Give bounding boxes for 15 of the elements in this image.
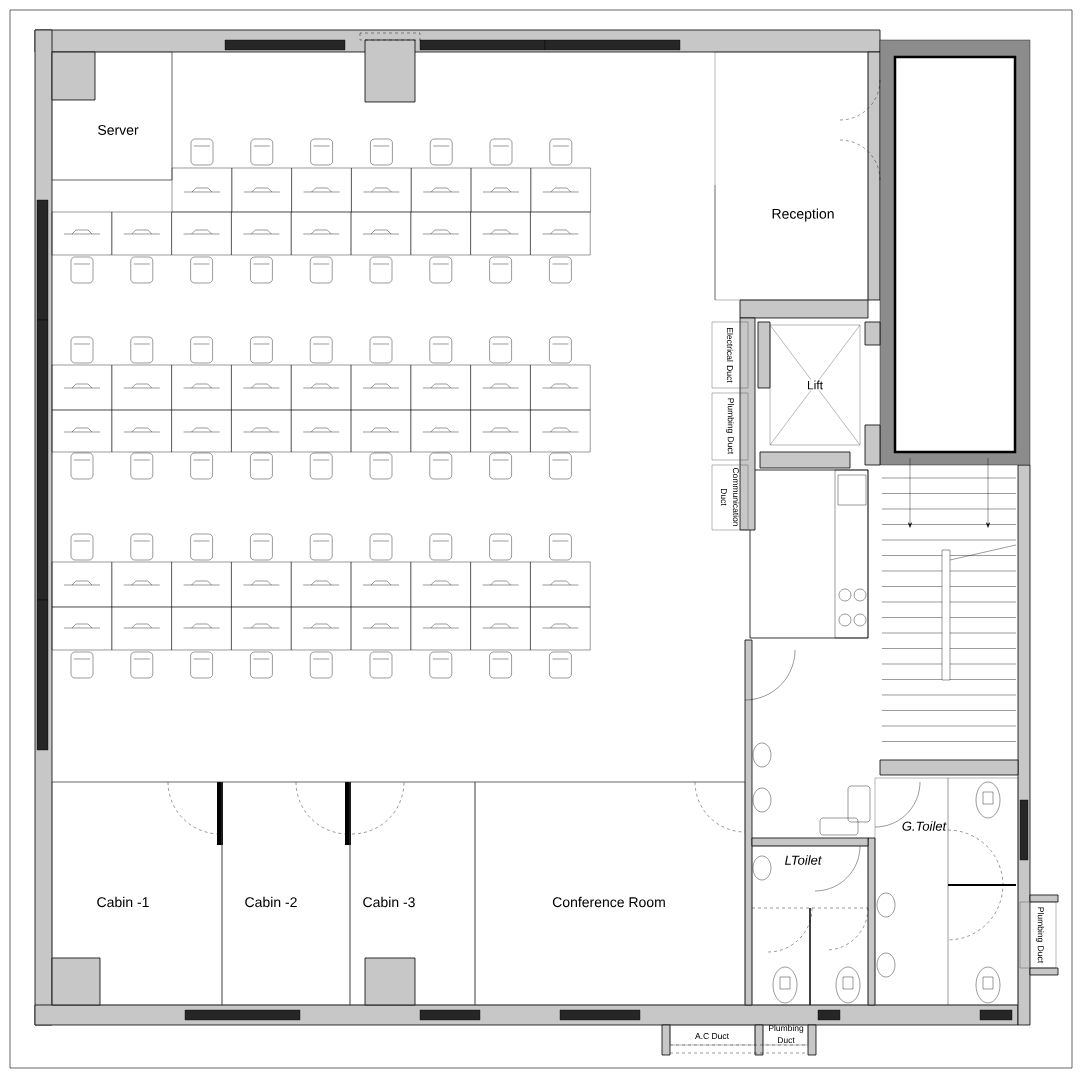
room: Plumbing Duct bbox=[1019, 901, 1057, 969]
room: Cabin -3 bbox=[349, 781, 476, 1006]
room: Server bbox=[51, 51, 173, 181]
room: Reception bbox=[714, 51, 869, 301]
room: A.C Duct bbox=[669, 1024, 756, 1046]
room: Cabin -1 bbox=[51, 781, 223, 1006]
room: LToilet bbox=[751, 845, 869, 1006]
room: Plumbing Duct bbox=[762, 1024, 809, 1046]
room: Conference Room bbox=[474, 781, 746, 1006]
room: G.Toilet bbox=[874, 777, 1019, 1006]
room: Electrical Duct bbox=[711, 321, 749, 389]
room: Plumbing Duct bbox=[711, 392, 749, 461]
room: Cabin -2 bbox=[221, 781, 351, 1006]
room: Communication Duct bbox=[711, 464, 749, 531]
room: Lift bbox=[769, 324, 861, 446]
